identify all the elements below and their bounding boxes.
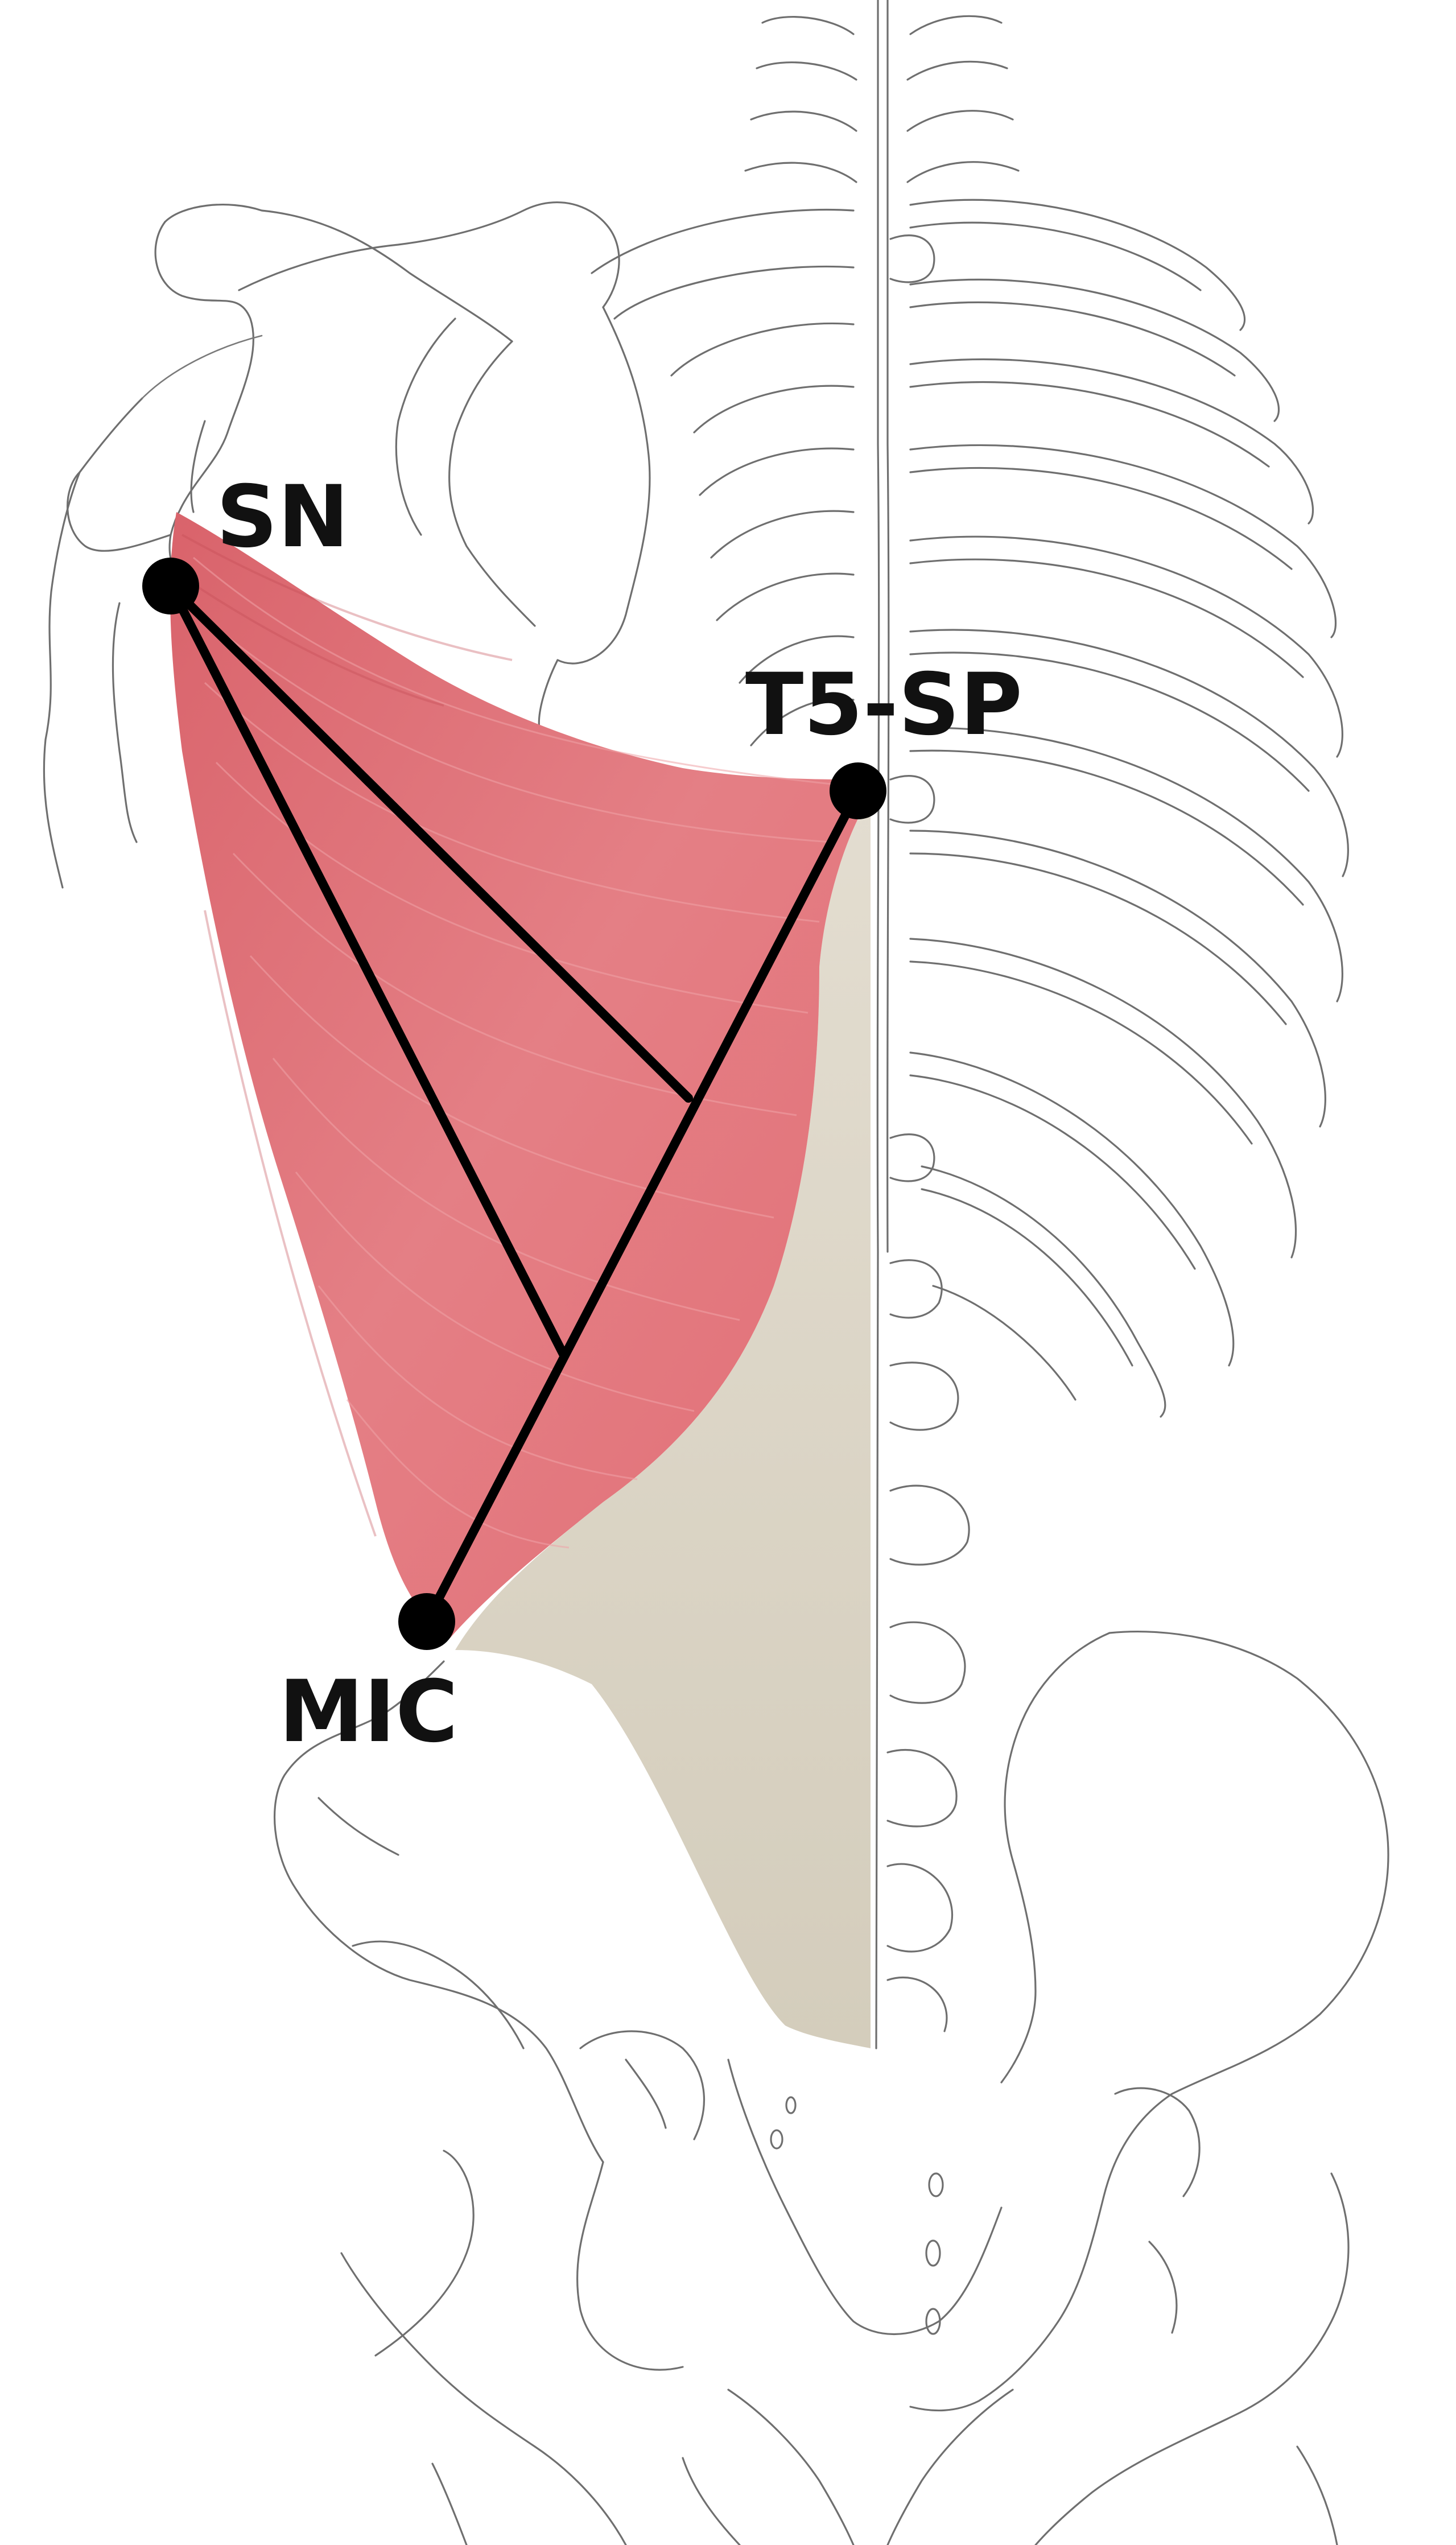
- left-arm-outline: [43, 335, 263, 889]
- skeleton-outline: [43, 0, 1389, 2545]
- spinal-midline: [875, 0, 880, 2049]
- landmark-mic-dot: [398, 1593, 455, 1650]
- muscle-fibers: [193, 556, 843, 1549]
- spinal-midline-right: [886, 0, 890, 1253]
- label-t5-sp: T5-SP: [745, 655, 1022, 754]
- label-sn: SN: [216, 468, 349, 567]
- pelvis-left: [273, 1660, 705, 2545]
- scapula: [154, 201, 651, 735]
- landmark-t5sp-dot: [830, 762, 886, 819]
- left-rib-cage: [591, 208, 855, 746]
- lumbar-vertebrae: [886, 1748, 958, 2032]
- landmark-sn-dot: [142, 558, 199, 614]
- line-sn-to-upper-foot: [166, 581, 693, 1103]
- sacrum: [727, 2059, 1003, 2335]
- thoracic-vertebrae: [889, 234, 970, 1704]
- line-sn-to-lower-foot: [166, 581, 568, 1359]
- line-t5sp-to-mic: [422, 786, 863, 1626]
- pubic-region: [682, 2389, 1014, 2545]
- latissimus-dorsi-muscle: [170, 512, 871, 1639]
- muscle-shadow: [182, 534, 513, 1537]
- cervical-vertebrae: [744, 15, 1020, 183]
- right-rib-cage: [909, 199, 1349, 1418]
- thoracolumbar-aponeurosis: [455, 797, 871, 2048]
- label-mic: MIC: [279, 1663, 458, 1762]
- measurement-lines: [166, 581, 863, 1626]
- pelvis-right: [909, 1630, 1389, 2545]
